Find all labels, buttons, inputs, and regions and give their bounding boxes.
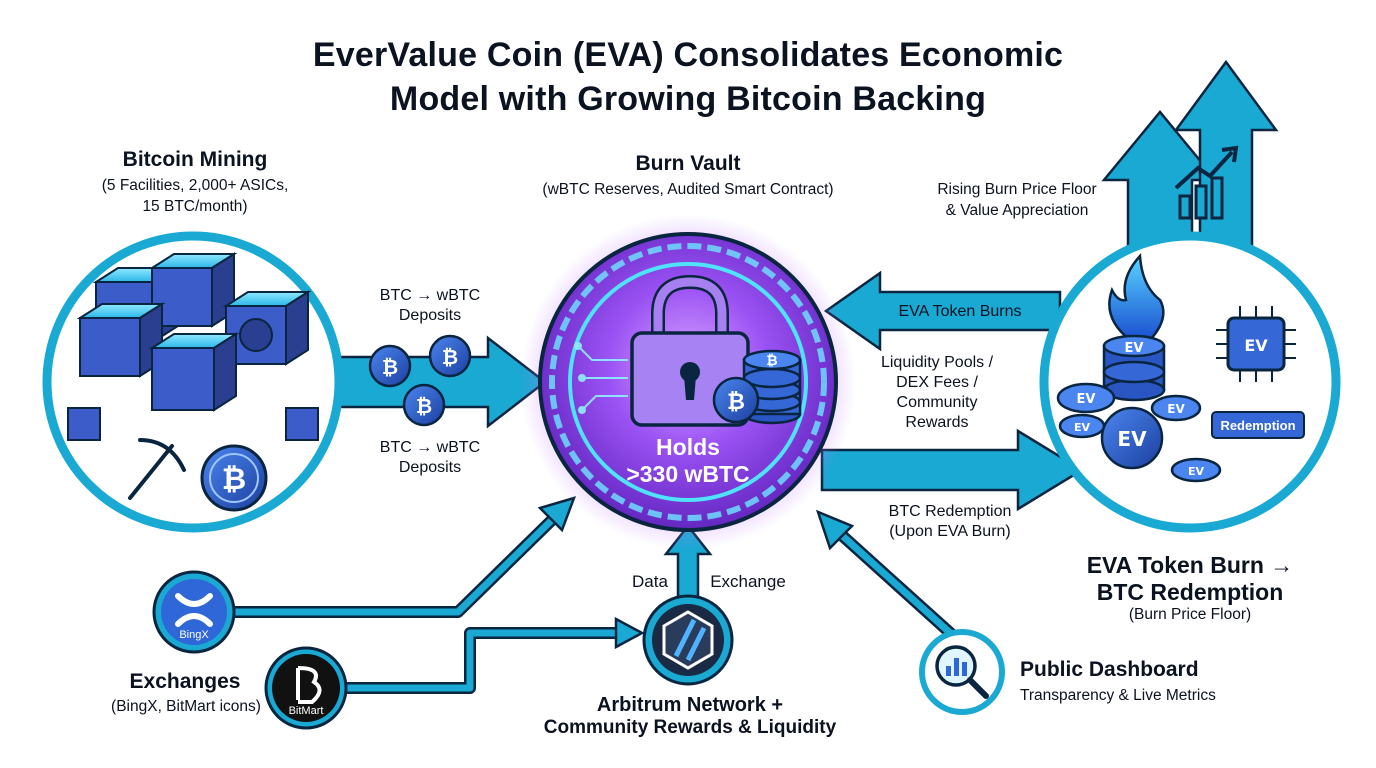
bitmart-logo-icon (264, 646, 348, 730)
redemption-badge (1211, 411, 1305, 439)
exchange-label: Exchange (710, 572, 786, 591)
dashboard-detail: Transparency & Live Metrics (1020, 687, 1216, 704)
svg-text:₿: ₿ (382, 355, 398, 379)
bitcoin-coin-icon-small: ₿ ₿ ₿ (368, 334, 472, 427)
burn-heading-1: EVA Token Burn → (1086, 552, 1294, 578)
token-burns-label: EVA Token Burns (898, 303, 1022, 320)
deposit-label-bottom-2: Deposits (398, 459, 462, 476)
vault-holds-label: Holds (656, 434, 720, 460)
burn-detail: (Burn Price Floor) (1128, 606, 1252, 623)
mining-heading: Bitcoin Mining (122, 148, 268, 171)
appreciation-line-1: Rising Burn Price Floor (937, 181, 1097, 198)
flame-icon (1108, 252, 1165, 342)
data-label: Data (632, 572, 668, 591)
bingx-label: BingX (179, 629, 209, 641)
vault-holds-value: >330 wBTC (626, 461, 750, 487)
vault-heading: Burn Vault (635, 152, 741, 175)
appreciation-line-2: & Value Appreciation (945, 202, 1089, 219)
exchanges-heading: Exchanges (129, 670, 241, 693)
redemption-arrow (820, 428, 1085, 512)
svg-text:EV: EV (1188, 465, 1205, 478)
asic-server-icons (67, 252, 319, 441)
pickaxe-icon (128, 438, 186, 500)
deposit-label-bottom-1: BTC → wBTC (379, 439, 481, 456)
mining-detail-2: 15 BTC/month) (142, 198, 248, 215)
arbitrum-logo-icon (642, 594, 734, 686)
token-burn-arrow (823, 270, 1062, 352)
vault-coin-stack: ₿ ₿ (712, 349, 802, 425)
liquidity-label-4: Rewards (905, 414, 969, 431)
rising-chart-icon (1174, 145, 1239, 220)
page-title-line2: Model with Growing Bitcoin Backing (389, 80, 987, 118)
svg-text:EV: EV (1125, 341, 1144, 356)
svg-text:EV: EV (1117, 427, 1147, 451)
mining-detail-1: (5 Facilities, 2,000+ ASICs, (101, 177, 289, 194)
liquidity-label-1: Liquidity Pools / (880, 354, 994, 371)
exchanges-detail: (BingX, BitMart icons) (111, 698, 261, 715)
svg-text:₿: ₿ (416, 394, 432, 418)
svg-text:₿: ₿ (442, 345, 458, 369)
deposit-label-top-1: BTC → wBTC (379, 287, 481, 304)
burn-heading-2: BTC Redemption (1096, 579, 1284, 605)
bitmart-label: BitMart (289, 705, 324, 717)
magnifier-chart-icon (919, 629, 1005, 715)
deposit-label-top-2: Deposits (398, 307, 462, 324)
liquidity-label-3: Community (896, 394, 978, 411)
bitcoin-coin-icon: ₿ (200, 444, 268, 512)
vault-detail: (wBTC Reserves, Audited Smart Contract) (542, 181, 834, 198)
dashboard-heading: Public Dashboard (1020, 658, 1199, 681)
bitmart-link-arrow (346, 627, 620, 694)
svg-text:EV: EV (1167, 402, 1185, 416)
arbitrum-heading-1: Arbitrum Network + (596, 694, 784, 716)
svg-text:EV: EV (1074, 421, 1091, 434)
svg-text:EV: EV (1244, 336, 1268, 355)
redemption-label-1: BTC Redemption (888, 503, 1012, 520)
svg-text:₿: ₿ (222, 462, 246, 497)
svg-text:EV: EV (1077, 392, 1096, 407)
redemption-label-2: (Upon EVA Burn) (889, 523, 1011, 540)
eva-chip-icon: EV (1216, 306, 1296, 382)
bingx-logo-icon (152, 570, 236, 654)
page-title-line1: EverValue Coin (EVA) Consolidates Econom… (312, 36, 1064, 74)
burn-redemption-circle (1039, 231, 1341, 533)
svg-text:₿: ₿ (727, 390, 745, 415)
svg-text:₿: ₿ (766, 353, 777, 369)
arbitrum-heading-2: Community Rewards & Liquidity (543, 717, 837, 738)
redemption-badge-label: Redemption (1220, 418, 1295, 433)
liquidity-label-2: DEX Fees / (896, 374, 978, 391)
eva-coin-stack: EV EV EV EV EV EV (1056, 334, 1222, 483)
